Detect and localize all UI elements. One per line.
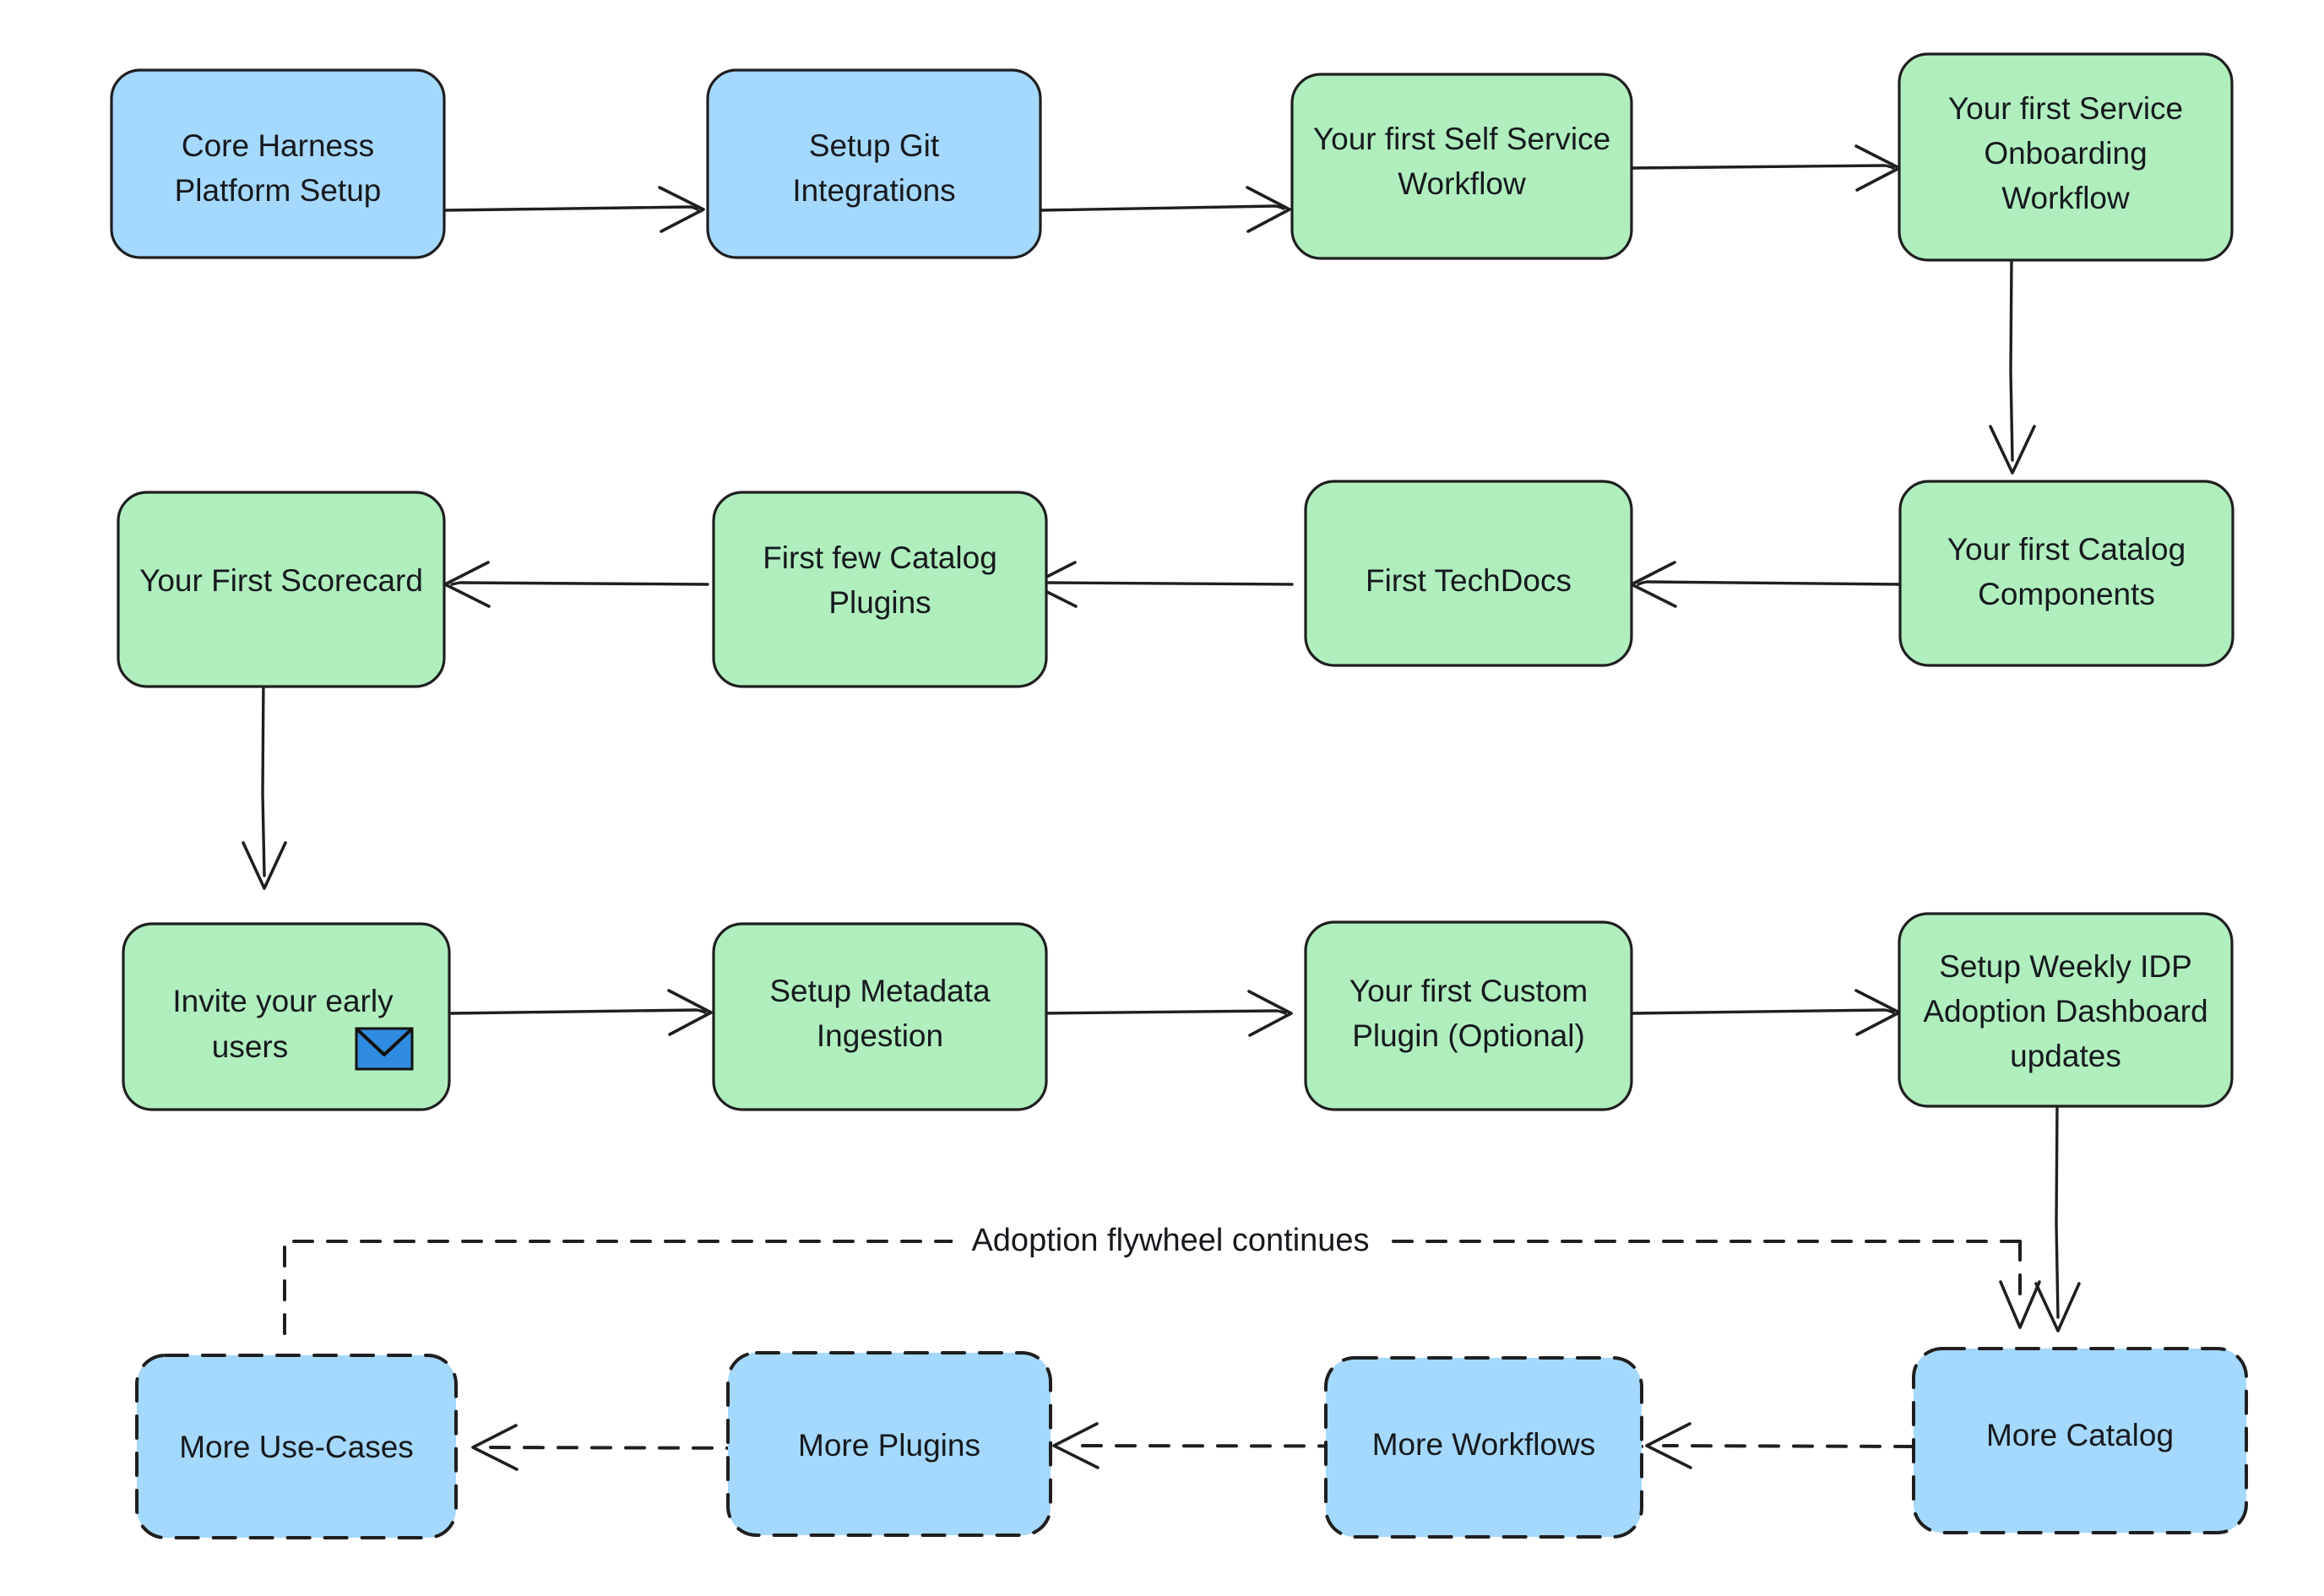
- node-your-first-scorecard[interactable]: Your First Scorecard: [117, 491, 446, 688]
- node-label-line2: users: [212, 1029, 288, 1064]
- node-your-first-self-service-workflow[interactable]: Your first Self Service Workflow: [1290, 73, 1633, 260]
- node-label-line2: Platform Setup: [175, 173, 382, 208]
- node-label-line1: First TechDocs: [1366, 563, 1572, 598]
- node-setup-metadata-ingestion[interactable]: Setup Metadata Ingestion: [712, 922, 1048, 1111]
- node-setup-git-integrations[interactable]: Setup Git Integrations: [706, 68, 1042, 259]
- node-label-line1: More Use-Cases: [179, 1430, 414, 1464]
- edge-adoption-flywheel-continues: Adoption flywheel continues: [283, 1214, 2041, 1350]
- edge-onboarding-to-catalog-components: [1989, 258, 2036, 475]
- edge-core-to-git: [443, 186, 705, 233]
- edge-scorecard-to-invite-users: [242, 674, 287, 890]
- node-more-plugins[interactable]: More Plugins: [726, 1351, 1052, 1537]
- node-label-line1: Your first Catalog: [1947, 532, 2186, 567]
- node-label-line1: Your first Custom: [1349, 974, 1588, 1008]
- edge-custom-plugin-to-weekly-dashboard: [1630, 989, 1901, 1036]
- node-label-line1: Your first Self Service: [1313, 122, 1610, 156]
- node-label-line2: Plugins: [828, 585, 931, 620]
- node-label-line2: Plugin (Optional): [1352, 1018, 1585, 1053]
- node-your-first-service-onboarding-workflow[interactable]: Your first Service Onboarding Workflow: [1898, 52, 2234, 262]
- node-label-line1: More Catalog: [1986, 1418, 2174, 1452]
- node-core-harness-platform-setup[interactable]: Core Harness Platform Setup: [110, 68, 446, 259]
- node-label-line1: Your first Service: [1948, 91, 2183, 126]
- node-first-techdocs[interactable]: First TechDocs: [1304, 480, 1633, 667]
- node-more-catalog[interactable]: More Catalog: [1912, 1347, 2248, 1534]
- node-label-line2: Workflow: [1398, 166, 1526, 201]
- node-label-line2: Adoption Dashboard: [1923, 994, 2207, 1029]
- node-label-line1: Core Harness: [182, 128, 374, 163]
- edge-invite-users-to-metadata-ingestion: [450, 989, 713, 1036]
- node-label-line1: Setup Weekly IDP: [1939, 949, 2192, 984]
- node-your-first-catalog-components[interactable]: Your first Catalog Components: [1898, 480, 2234, 667]
- node-label-line2: Ingestion: [817, 1018, 943, 1053]
- node-setup-weekly-idp-adoption-dashboard-updates[interactable]: Setup Weekly IDP Adoption Dashboard upda…: [1898, 912, 2234, 1108]
- node-label-line2: Onboarding: [1984, 136, 2147, 171]
- node-first-few-catalog-plugins[interactable]: First few Catalog Plugins: [712, 491, 1048, 688]
- node-label-line1: First few Catalog: [763, 540, 997, 575]
- node-label-line2: Components: [1978, 577, 2155, 611]
- node-label-line2: Integrations: [792, 173, 955, 208]
- edge-self-service-to-onboarding: [1630, 144, 1901, 192]
- node-label-line1: Invite your early: [172, 984, 394, 1018]
- edge-techdocs-to-catalog-plugins: [1030, 561, 1294, 608]
- envelope-icon: [355, 1027, 414, 1071]
- node-label-line1: Setup Git: [809, 128, 940, 163]
- node-your-first-custom-plugin-optional[interactable]: Your first Custom Plugin (Optional): [1304, 920, 1633, 1111]
- node-label-line1: Setup Metadata: [769, 974, 991, 1008]
- node-label-line1: More Plugins: [798, 1428, 980, 1463]
- edge-git-to-self-service: [1039, 186, 1291, 233]
- node-label-line3: Workflow: [2001, 181, 2130, 215]
- node-invite-your-early-users[interactable]: Invite your early users: [122, 922, 451, 1111]
- node-label-line1: Your First Scorecard: [139, 563, 423, 598]
- node-more-use-cases[interactable]: More Use-Cases: [135, 1354, 458, 1539]
- flywheel-label: Adoption flywheel continues: [971, 1223, 1369, 1258]
- flywheel-label-backdrop: [953, 1214, 1388, 1268]
- edge-metadata-ingestion-to-custom-plugin: [1039, 990, 1293, 1037]
- node-more-workflows[interactable]: More Workflows: [1324, 1356, 1643, 1539]
- edge-catalog-plugins-to-scorecard: [443, 561, 709, 608]
- node-label-line1: More Workflows: [1372, 1427, 1596, 1462]
- edge-more-catalog-to-more-workflows: [1645, 1422, 1915, 1469]
- node-label-line3: updates: [2010, 1039, 2121, 1073]
- edge-weekly-dashboard-to-more-catalog: [2034, 1102, 2081, 1333]
- edge-catalog-components-to-techdocs: [1630, 561, 1902, 608]
